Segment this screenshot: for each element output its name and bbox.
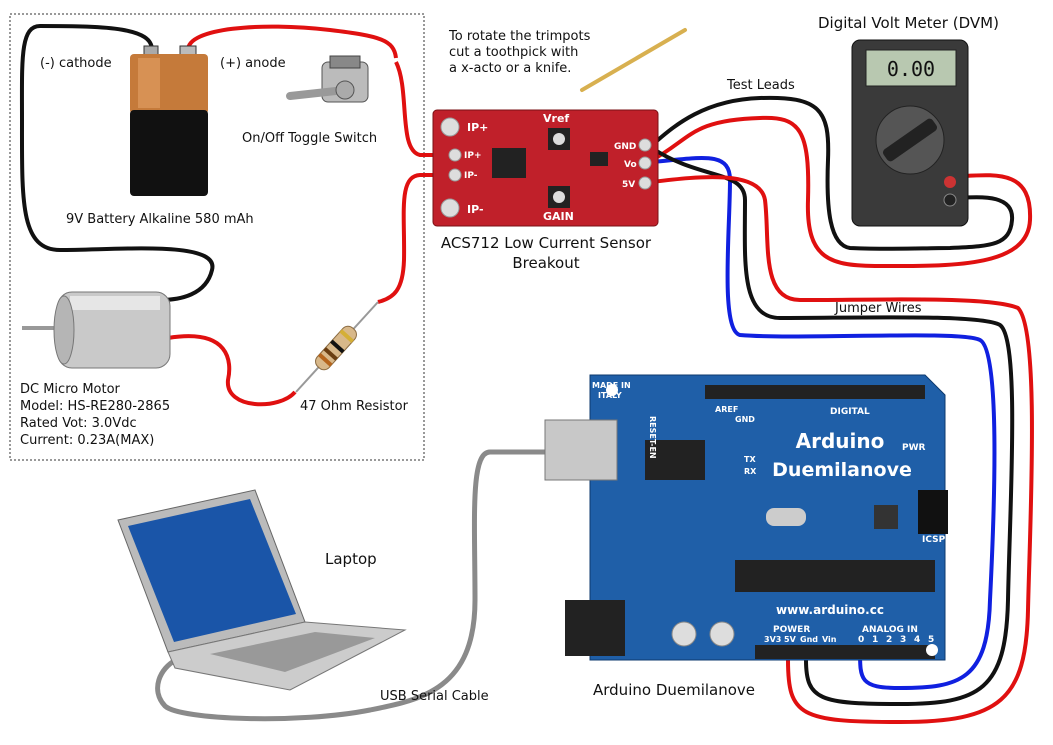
made-in-label-1: MADE IN bbox=[592, 381, 631, 390]
icsp-label: ICSP bbox=[922, 535, 946, 545]
gnd-label: GND bbox=[735, 415, 755, 424]
label-trimpot-note-3: a x-acto or a knife. bbox=[449, 61, 571, 76]
wire-ipminus-to-resistor bbox=[377, 173, 455, 304]
pin-vin: Vin bbox=[822, 635, 837, 644]
jumper-wire-blue bbox=[651, 156, 997, 691]
resistor-47-ohm bbox=[315, 325, 357, 371]
wire-switch-to-ipplus bbox=[394, 61, 455, 157]
analog-in-label: ANALOG IN bbox=[862, 625, 918, 635]
pin-5v: 5V bbox=[784, 635, 797, 644]
pin-3v3: 3V3 bbox=[764, 635, 781, 644]
rx-label: RX bbox=[744, 467, 757, 476]
tx-label: TX bbox=[744, 455, 756, 464]
label-battery: 9V Battery Alkaline 580 mAh bbox=[66, 212, 254, 227]
label-anode: (+) anode bbox=[220, 56, 286, 71]
arduino-model: Duemilanove bbox=[772, 459, 912, 481]
label-sensor-line2: Breakout bbox=[512, 254, 579, 272]
sensor-pin-ipminus-bottom: IP- bbox=[467, 203, 484, 216]
aref-label: AREF bbox=[715, 405, 738, 414]
label-trimpot-note-2: cut a toothpick with bbox=[449, 45, 578, 60]
digital-label: DIGITAL bbox=[830, 407, 870, 417]
label-trimpot-note-1: To rotate the trimpots bbox=[448, 29, 591, 44]
wire-battery-to-switch bbox=[186, 24, 398, 59]
arduino-board: MADE IN ITALY Arduino Duemilanove www.ar… bbox=[544, 374, 948, 661]
atmega-chip bbox=[735, 560, 935, 592]
sensor-pin-5v: 5V bbox=[622, 180, 635, 190]
sensor-vref-label: Vref bbox=[543, 112, 569, 125]
label-usb-cable: USB Serial Cable bbox=[380, 689, 489, 704]
toggle-switch bbox=[286, 55, 369, 103]
label-dvm: Digital Volt Meter (DVM) bbox=[818, 14, 999, 32]
acs712-sensor-board: IP+ IP+ IP- IP- Vref GAIN GND Vo 5V bbox=[432, 109, 659, 227]
label-motor-rated: Rated Vot: 3.0Vdc bbox=[20, 416, 137, 431]
battery-9v bbox=[130, 45, 208, 196]
pin-a1: 1 bbox=[872, 635, 878, 645]
label-jumper-wires: Jumper Wires bbox=[834, 301, 922, 316]
reset-en-label: RESET-EN bbox=[648, 416, 657, 459]
sensor-pin-ipminus: IP- bbox=[464, 171, 478, 181]
label-resistor: 47 Ohm Resistor bbox=[300, 399, 409, 414]
dc-micro-motor bbox=[22, 291, 171, 369]
label-test-leads: Test Leads bbox=[726, 78, 795, 93]
laptop bbox=[117, 489, 407, 691]
pwr-label: PWR bbox=[902, 443, 926, 453]
label-motor-title: DC Micro Motor bbox=[20, 382, 121, 397]
usb-serial-cable bbox=[155, 449, 545, 722]
label-toggle-switch: On/Off Toggle Switch bbox=[242, 131, 377, 146]
digital-volt-meter: 0.00 bbox=[851, 39, 969, 227]
test-lead-red bbox=[651, 115, 1033, 269]
test-lead-black bbox=[650, 95, 1015, 251]
sensor-gain-label: GAIN bbox=[543, 210, 574, 223]
usb-port bbox=[544, 419, 618, 481]
label-laptop: Laptop bbox=[325, 550, 377, 568]
wire-motor-to-resistor bbox=[167, 334, 297, 407]
pin-gnd: Gnd bbox=[800, 635, 818, 644]
power-header-label: POWER bbox=[773, 625, 810, 635]
sensor-pin-gnd: GND bbox=[614, 142, 636, 152]
made-in-label-2: ITALY bbox=[598, 391, 622, 400]
sensor-pin-ipplus-top: IP+ bbox=[467, 121, 488, 134]
pin-a4: 4 bbox=[914, 635, 920, 645]
power-jack bbox=[565, 600, 625, 656]
pin-a3: 3 bbox=[900, 635, 906, 645]
pin-a5: 5 bbox=[928, 635, 934, 645]
jumper-wire-red bbox=[651, 175, 1034, 725]
pin-a0: 0 bbox=[858, 635, 864, 645]
label-cathode: (-) cathode bbox=[40, 56, 112, 71]
label-motor-model: Model: HS-RE280-2865 bbox=[20, 399, 170, 414]
label-motor-current: Current: 0.23A(MAX) bbox=[20, 433, 154, 448]
toothpick-icon bbox=[580, 28, 687, 92]
label-arduino: Arduino Duemilanove bbox=[593, 681, 755, 699]
arduino-brand: Arduino bbox=[796, 429, 885, 453]
jumper-wire-black bbox=[650, 146, 1015, 707]
dvm-display-value: 0.00 bbox=[887, 57, 935, 81]
pin-a2: 2 bbox=[886, 635, 892, 645]
sensor-pin-vo: Vo bbox=[624, 160, 637, 170]
arduino-url: www.arduino.cc bbox=[776, 603, 884, 617]
label-sensor-line1: ACS712 Low Current Sensor bbox=[441, 234, 652, 252]
sensor-pin-ipplus: IP+ bbox=[464, 151, 482, 161]
wire-battery-to-motor bbox=[19, 23, 215, 302]
circuit-enclosure bbox=[9, 13, 425, 461]
